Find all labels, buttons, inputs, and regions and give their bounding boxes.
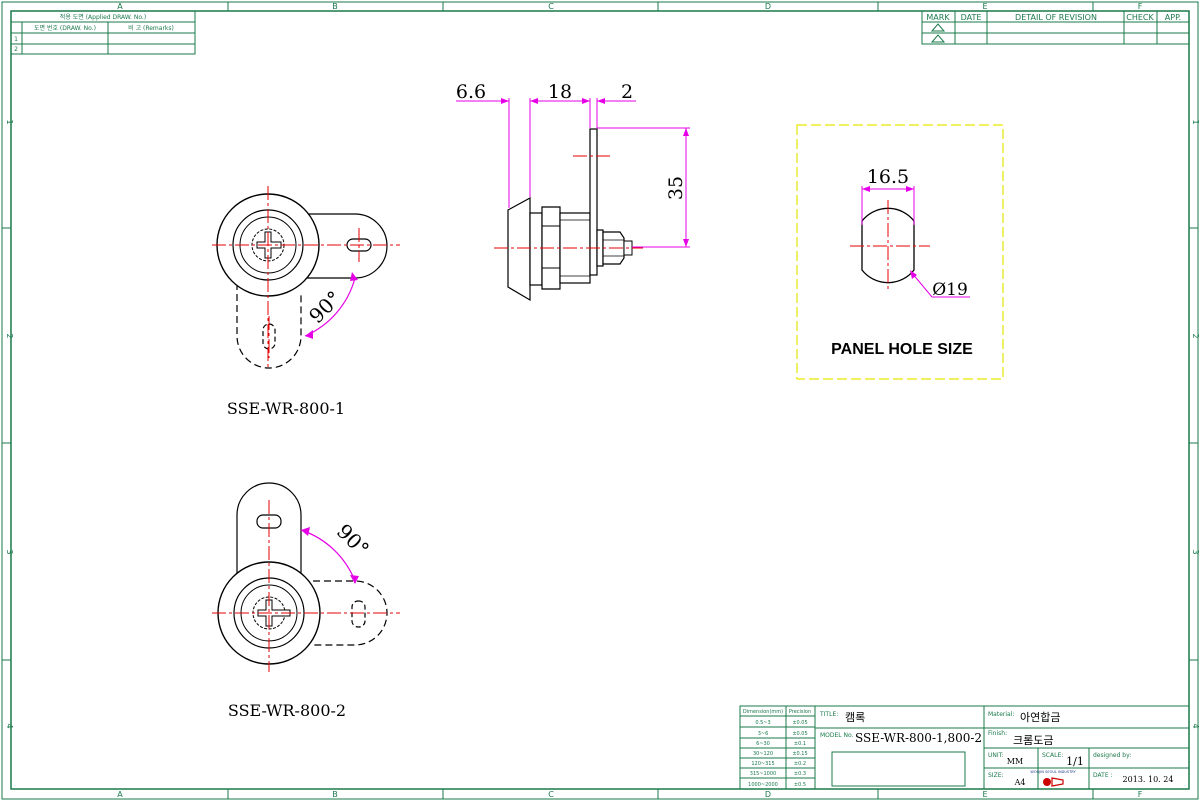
model-value: SSE-WR-800-1,800-2 [855, 731, 982, 745]
title-value: 캠록 [845, 711, 865, 724]
panel-diameter-label: Ø19 [932, 280, 968, 300]
zone-row-label: 2 [1191, 333, 1200, 338]
unit-label: UNIT: [988, 752, 1004, 759]
zone-col-label: B [332, 790, 338, 799]
dimension-label: 2 [621, 81, 633, 103]
unit-value: MM [1007, 757, 1023, 766]
panel-width-label: 16.5 [867, 166, 909, 188]
zone-row-label: 3 [1191, 549, 1200, 554]
applied-table-row-number: 1 [14, 36, 18, 43]
zone-row-label: 2 [5, 333, 14, 338]
tolerance-col-precision: Precision [789, 709, 811, 715]
lock-sleeve [529, 212, 543, 286]
arc-arrowhead [305, 330, 313, 339]
size-label: SIZE: [988, 772, 1004, 779]
title-block: Dimension(mm) Precision 0.5~3 ±0.05 3~6 … [739, 705, 1190, 790]
zone-row-label: 3 [5, 549, 14, 554]
material-label: Material: [988, 711, 1014, 718]
zone-col-label: D [765, 790, 771, 799]
finish-label: Finish: [988, 730, 1007, 737]
zone-col-label: F [1138, 2, 1143, 11]
zone-col-label: E [982, 790, 987, 799]
arc-arrowhead [301, 527, 310, 536]
zone-row-label: 1 [5, 119, 14, 124]
panel-hole-shape [861, 207, 915, 284]
revision-col-date: DATE [961, 13, 982, 22]
cam-rotated-outline [236, 283, 302, 369]
lock-cap [507, 196, 531, 302]
model-label: MODEL No. [820, 732, 854, 739]
zone-col-label: B [332, 2, 338, 11]
applied-drawing-table: 적용 도면 (Applied DRAW. No.) 도면 번호 (DRAW. N… [10, 10, 196, 55]
tolerance-prec: ±0.5 [794, 782, 806, 788]
size-value: A4 [1014, 778, 1026, 787]
tolerance-prec: ±0.05 [792, 731, 807, 737]
designed-by-label: designed by: [1093, 752, 1131, 759]
zone-row-label: 4 [5, 723, 14, 728]
revision-col-detail: DETAIL OF REVISION [1015, 13, 1097, 22]
revision-table: MARK DATE DETAIL OF REVISION CHECK APP. [921, 10, 1190, 45]
applied-table-col-remarks: 비 고 (Remarks) [128, 24, 174, 32]
zone-col-label: A [117, 790, 123, 799]
zone-col-label: F [1138, 790, 1143, 799]
tolerance-dim: 3~6 [758, 731, 769, 737]
keyway-icon [257, 599, 291, 627]
revision-col-mark: MARK [926, 13, 950, 22]
title-label: TITLE: [819, 711, 838, 718]
tolerance-prec: ±0.1 [794, 741, 806, 747]
dimension-label: 35 [665, 176, 687, 200]
tolerance-dim: 0.5~3 [755, 720, 770, 726]
panel-hole-title: PANEL HOLE SIZE [831, 341, 973, 358]
angle-label: 90° [304, 286, 346, 328]
arc-arrowhead [350, 272, 358, 281]
date-value: 2013. 10. 24 [1123, 775, 1174, 784]
dimension-label: 6.6 [456, 81, 486, 103]
material-value: 아연합금 [1020, 711, 1060, 724]
cam-arm [304, 213, 388, 279]
panel-hole-frame [796, 124, 1004, 380]
panel-hole-detail: 16.5 Ø19 PANEL HOLE SIZE [796, 124, 1004, 380]
zone-col-label: E [982, 2, 987, 11]
tolerance-dim: 30~120 [753, 751, 773, 757]
tolerance-dim: 120~315 [751, 761, 774, 767]
zone-row-label: 1 [1191, 119, 1200, 124]
dimension-label: 18 [548, 81, 572, 103]
applied-table-header: 적용 도면 (Applied DRAW. No.) [60, 13, 146, 21]
tolerance-dim: 1000~2000 [748, 782, 778, 788]
zone-col-label: D [765, 2, 771, 11]
tolerance-dim: 315~1000 [750, 771, 776, 777]
cam-rotated-slot [351, 600, 366, 628]
scale-value: 1/1 [1066, 755, 1084, 768]
scale-label: SCALE: [1042, 752, 1063, 759]
revision-col-app: APP. [1165, 13, 1181, 22]
arc-arrowhead [350, 575, 359, 584]
tolerance-prec: ±0.05 [792, 720, 807, 726]
tolerance-prec: ±0.3 [794, 771, 806, 777]
tolerance-col-dimension: Dimension(mm) [743, 709, 783, 715]
date-label: DATE : [1093, 772, 1113, 779]
view-side: 6.6 18 2 35 [456, 81, 690, 302]
view-front-800-1: 90° SSE-WR-800-1 [212, 186, 400, 418]
tolerance-dim: 6~30 [756, 741, 770, 747]
applied-table-col-drawno: 도면 번호 (DRAW. No.) [34, 24, 96, 32]
zone-col-label: A [117, 2, 123, 11]
zone-col-label: C [548, 2, 554, 11]
zone-col-label: C [548, 790, 554, 799]
zone-row-label: 4 [1191, 723, 1200, 728]
tolerance-prec: ±0.15 [792, 751, 807, 757]
tolerance-prec: ±0.2 [794, 761, 806, 767]
company-logo: WOOJIN SEOUL INDUSTRY [1030, 770, 1076, 787]
finish-value: 크롬도금 [1013, 734, 1053, 747]
revision-col-check: CHECK [1126, 13, 1154, 22]
view-front-800-2: 90° SSE-WR-800-2 [212, 482, 400, 720]
cam-plate [589, 128, 598, 276]
logo-text: WOOJIN SEOUL INDUSTRY [1030, 770, 1076, 774]
view-label: SSE-WR-800-1 [227, 399, 345, 418]
view-label: SSE-WR-800-2 [228, 701, 346, 720]
zone-labels: A B C D E F A B C D E F 1 2 3 4 1 2 3 4 [5, 2, 1200, 799]
applied-table-row-number: 2 [14, 46, 18, 53]
